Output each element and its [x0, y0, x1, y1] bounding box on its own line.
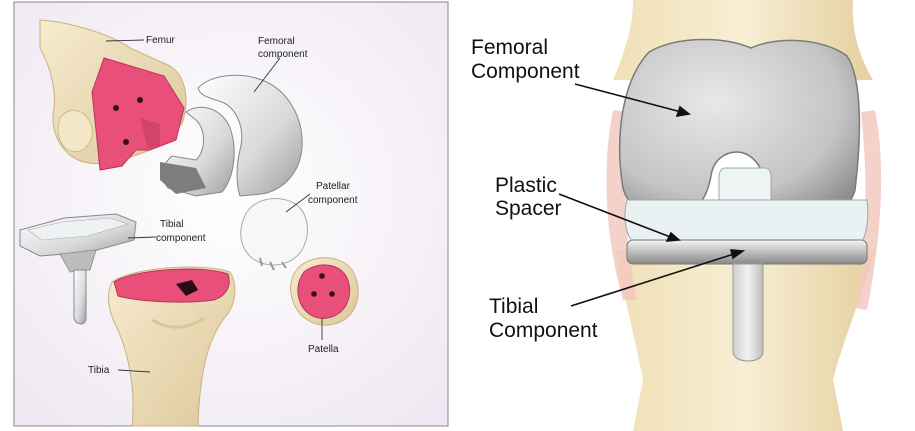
- label-plastic-spacer-line1: Plastic: [495, 174, 557, 197]
- leader-lines: [105, 39, 323, 373]
- label-patellar-component-line1: Patellar: [316, 181, 351, 192]
- label-tibia: Tibia: [88, 365, 110, 376]
- femur-cut-surface: [91, 57, 185, 171]
- label-femoral-component-line2: component: [258, 49, 308, 60]
- label-femoral-component-line2: Component: [471, 60, 580, 83]
- tibial-component-part: [19, 213, 137, 325]
- label-patellar-component-line2: component: [308, 195, 358, 206]
- tibial-stem: [732, 263, 764, 362]
- label-arrows: [558, 83, 746, 307]
- label-femoral-component-line1: Femoral: [258, 36, 295, 47]
- label-tibial-component-line2: Component: [489, 319, 598, 342]
- exploded-implant-svg: Femur Femoral component Patellar compone…: [13, 1, 449, 427]
- assembled-implant-illustration: Femoral Component Plastic Spacer Tibial …: [463, 0, 915, 431]
- label-tibial-component-line2: component: [156, 233, 206, 244]
- tibia-bone: [108, 266, 236, 427]
- femoral-component-part: [160, 74, 303, 197]
- patellar-component-part: [240, 198, 308, 271]
- assembled-implant-svg: Femoral Component Plastic Spacer Tibial …: [471, 0, 882, 431]
- patella-part: [290, 257, 359, 326]
- label-tibial-component-line1: Tibial: [160, 219, 184, 230]
- label-femoral-component-line1: Femoral: [471, 36, 548, 59]
- exploded-implant-illustration: Femur Femoral component Patellar compone…: [13, 1, 449, 427]
- tibial-tray: [626, 239, 868, 265]
- label-tibial-component-line1: Tibial: [489, 295, 538, 318]
- spacer-post: [718, 167, 772, 205]
- label-patella: Patella: [308, 344, 339, 355]
- label-femur: Femur: [146, 35, 176, 46]
- label-plastic-spacer-line2: Spacer: [495, 197, 562, 220]
